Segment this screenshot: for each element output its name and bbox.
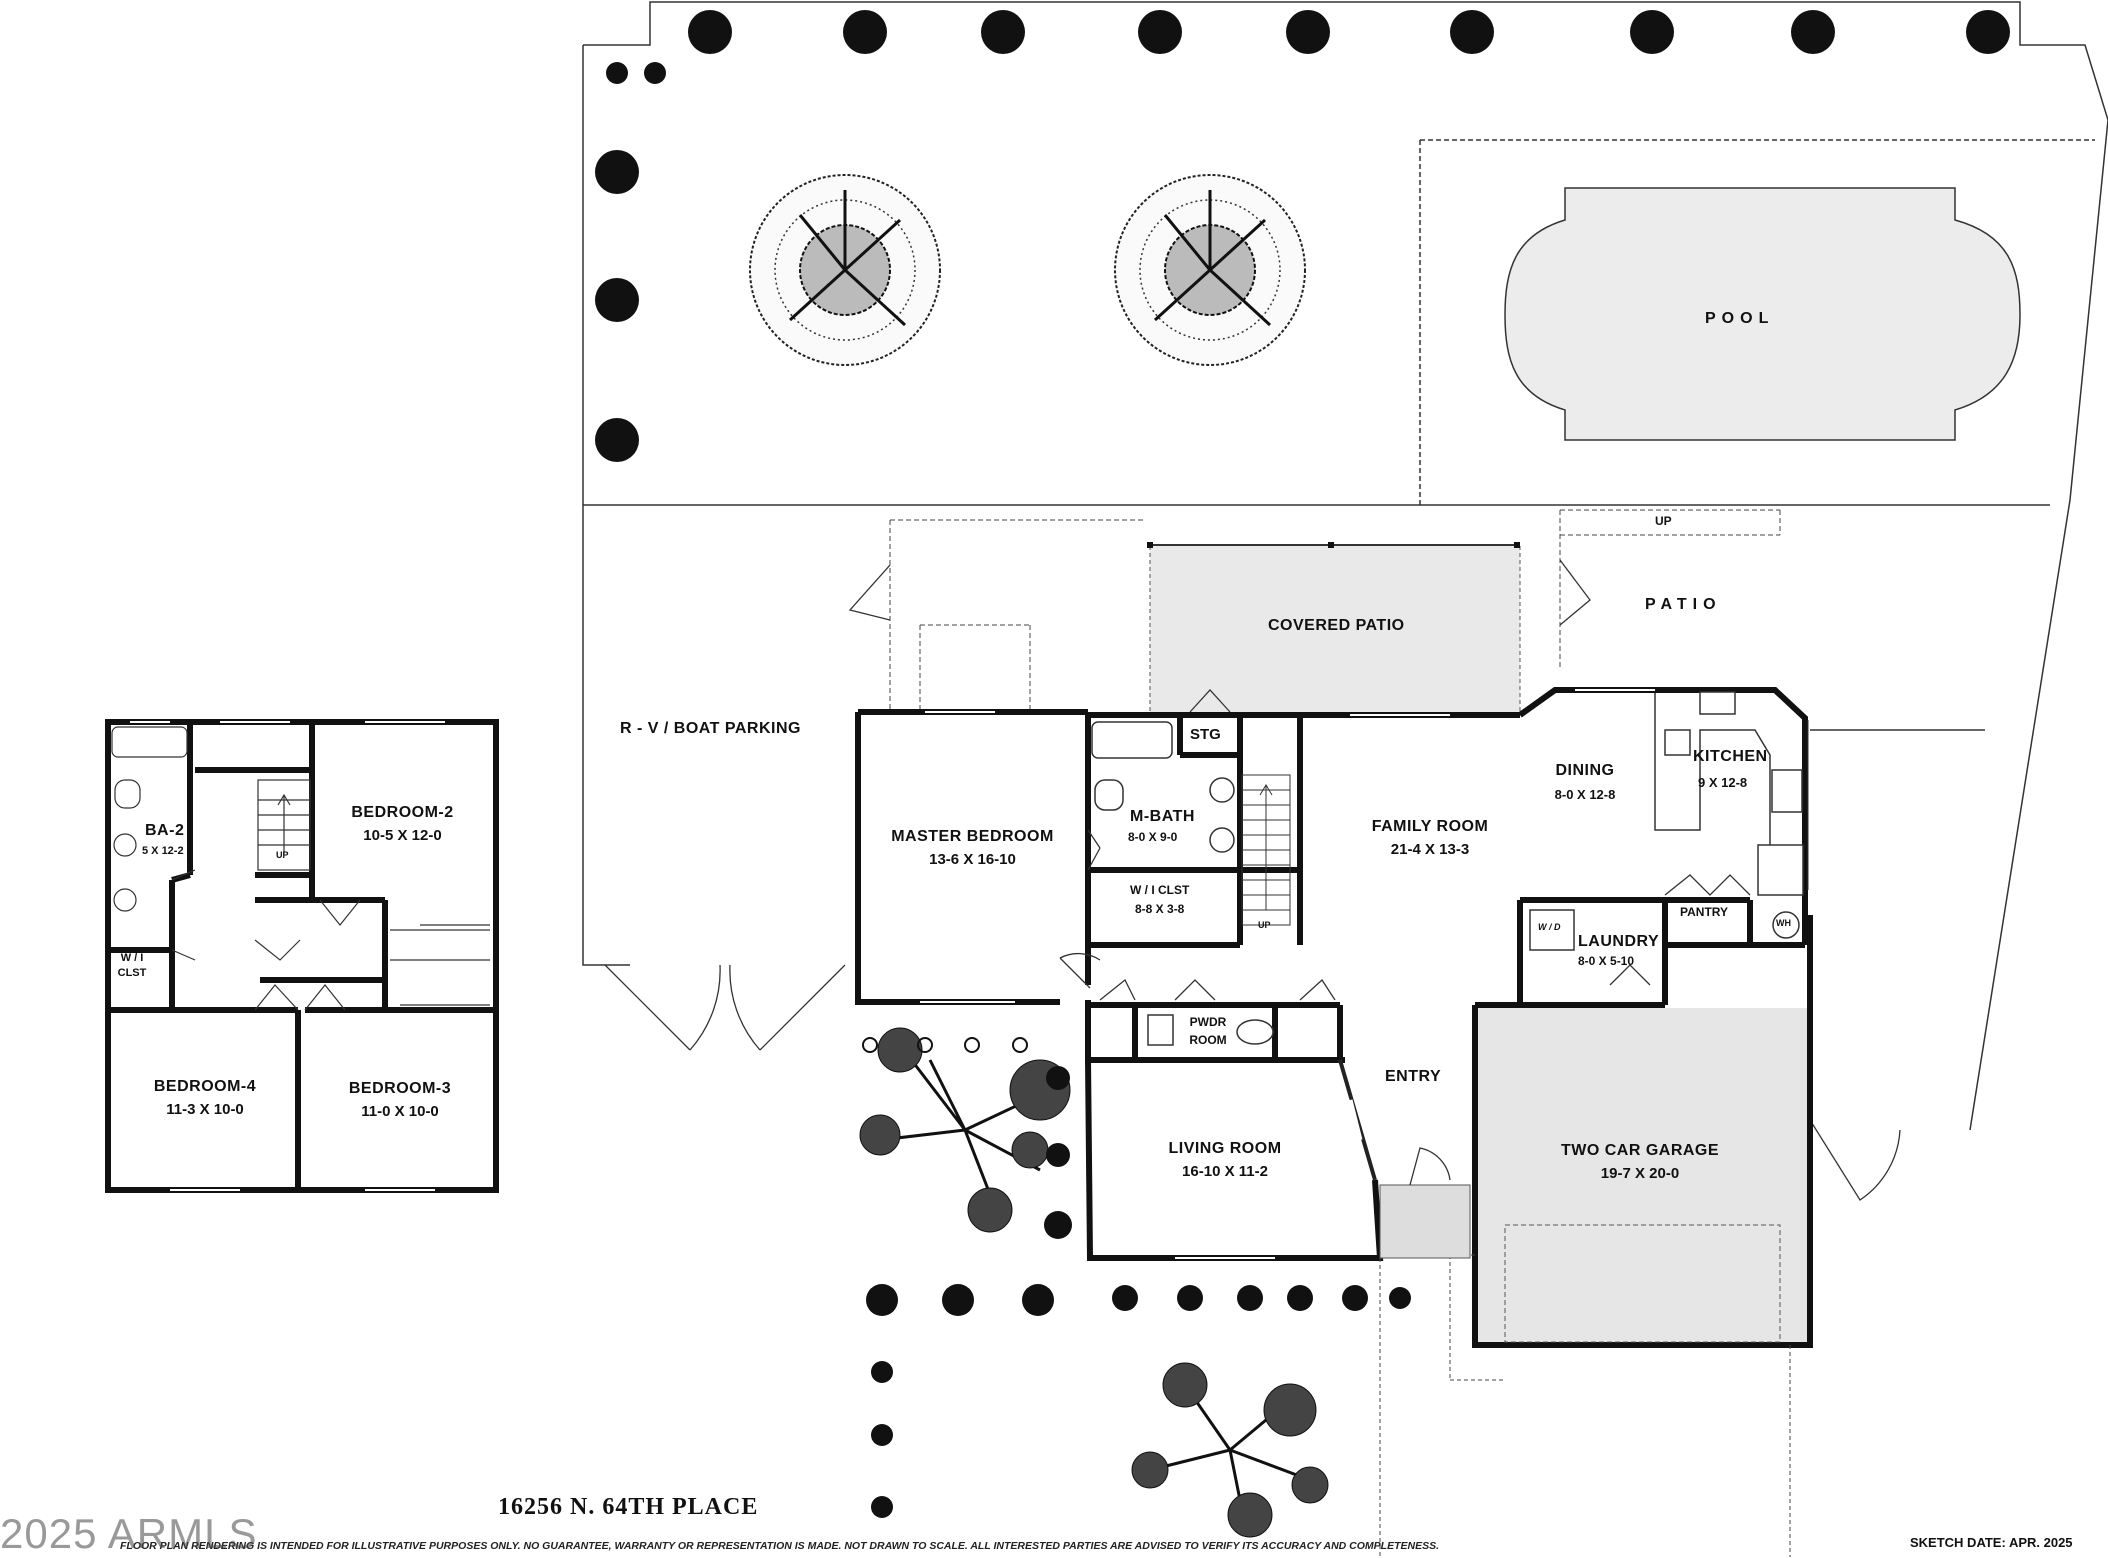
master-bedroom-dim: 13-6 X 16-10 [929,851,1016,868]
ba-2-label: BA-2 [145,822,185,839]
laundry-dim: 8-0 X 5-10 [1578,954,1635,968]
bedroom-2-dim: 10-5 X 12-0 [363,827,442,844]
storage-label: STG [1190,726,1221,743]
entry-walkway [1379,1184,1471,1259]
lot-boundary [582,1,2108,1131]
powder-room-label: PWDR [1189,1015,1227,1029]
dining-label: DINING [1555,762,1615,779]
laundry-label: LAUNDRY [1578,933,1660,950]
ba-2-dim: 5 X 12-2 [142,845,184,857]
kitchen-dim: 9 X 12-8 [1698,775,1748,790]
front-shrubs [862,1037,1411,1518]
front-tree-bottom [1131,1362,1329,1538]
kitchen-cabinets [1654,691,1809,896]
large-tree-left [749,174,941,366]
bedroom-3-dim: 11-0 X 10-0 [361,1103,439,1120]
master-bath-fixtures [1091,721,1274,1046]
living-room-label: LIVING ROOM [1168,1140,1282,1157]
kitchen-label: KITCHEN [1693,748,1768,765]
bedroom-2-label: BEDROOM-2 [351,804,454,821]
patio-label: PATIO [1645,596,1722,613]
patio-step-up-label: UP [1655,514,1672,528]
m-bath-dim: 8-0 X 9-0 [1128,830,1178,844]
powder-room-label-2: ROOM [1189,1033,1227,1047]
large-tree-middle [1114,174,1306,366]
shrub-row-top [595,10,2010,462]
dining-dim: 8-0 X 12-8 [1554,787,1616,802]
bedroom-3-label: BEDROOM-3 [348,1080,452,1097]
windows [920,689,1655,1259]
pool [1504,187,2021,441]
washer-dryer-label: W / D [1538,922,1561,932]
entry-label: ENTRY [1385,1068,1442,1085]
family-room-label: FAMILY ROOM [1371,818,1489,835]
main-stair-up-label: UP [1258,920,1271,930]
covered-patio-label: COVERED PATIO [1268,617,1405,634]
upper-level-details [111,726,490,1011]
patio-outline [889,509,1781,712]
living-room-dim: 16-10 X 11-2 [1182,1163,1268,1180]
water-heater-label: WH [1776,918,1791,928]
garage-dim: 19-7 X 20-0 [1600,1165,1680,1182]
watermark: 2025 ARMLS [0,1510,258,1557]
bedroom-4-label: BEDROOM-4 [153,1078,257,1095]
main-stairs [1241,774,1291,926]
main-level-walls [855,687,1813,1348]
upper-stair-up-label: UP [276,850,289,860]
wi-closet-dim: 8-8 X 3-8 [1135,902,1185,916]
disclaimer-text: FLOOR PLAN RENDERING IS INTENDED FOR ILL… [120,1540,1440,1552]
pantry-label: PANTRY [1680,905,1728,919]
upper-level-walls [105,719,499,1193]
garage-label: TWO CAR GARAGE [1560,1142,1720,1159]
rv-boat-parking-label: R - V / BOAT PARKING [620,720,801,737]
property-address: 16256 N. 64TH PLACE [498,1494,759,1520]
upper-windows [130,721,445,1191]
pool-label: POOL [1705,310,1775,327]
sketch-date: SKETCH DATE: APR. 2025 [1910,1535,2073,1550]
family-room-dim: 21-4 X 13-3 [1390,841,1470,858]
bedroom-4-dim: 11-3 X 10-0 [166,1101,244,1118]
upper-wi-closet-label: W / I [120,952,144,964]
garage-floor [1379,1008,1807,1557]
laundry-fixtures [1529,909,1800,951]
master-bedroom-label: MASTER BEDROOM [891,828,1054,845]
front-tree-left [859,1027,1071,1233]
upper-wi-closet-label-2: CLST [117,967,147,979]
wi-closet-label: W / I CLST [1130,883,1190,897]
rv-gate [604,559,1901,1201]
m-bath-label: M-BATH [1130,808,1195,825]
main-doors [1059,689,1751,1186]
